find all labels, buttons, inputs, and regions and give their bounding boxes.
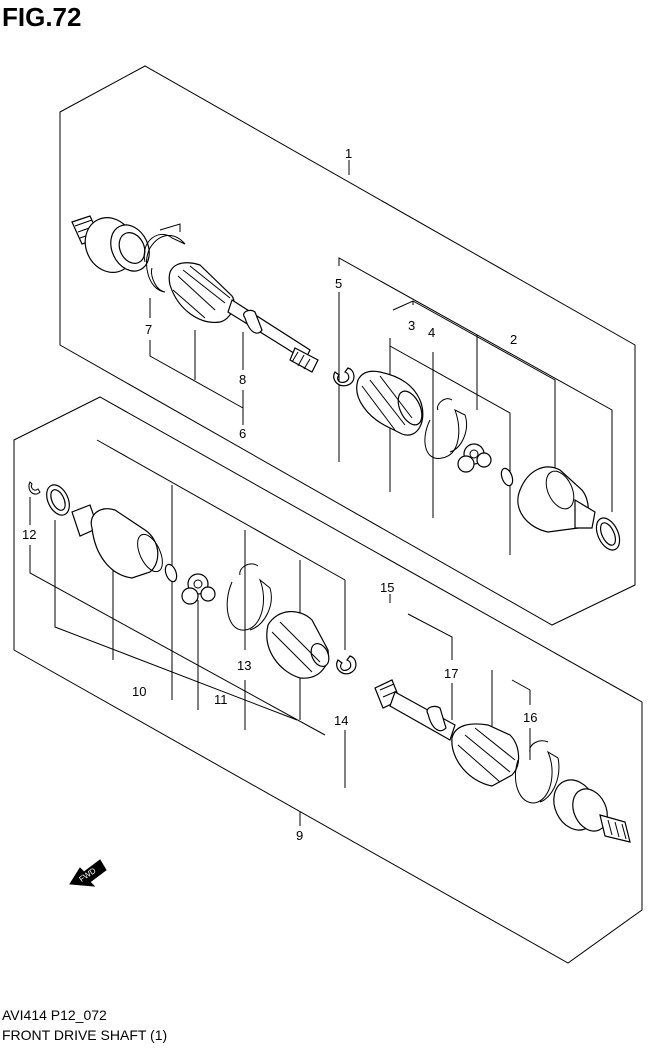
- inner-joint-housing-2: [517, 466, 596, 533]
- callout-4: 4: [428, 325, 435, 340]
- boot-band-4: [424, 398, 467, 459]
- circlip-inner: [500, 467, 514, 487]
- outer-boot: [168, 262, 235, 323]
- lower-shaft-collar: [426, 705, 447, 732]
- tripod-joint: [457, 443, 492, 473]
- outer-boot-17: [451, 723, 520, 787]
- callout-10: 10: [132, 684, 146, 699]
- assembly-frame-upper: [59, 65, 636, 626]
- diagram-name: FRONT DRIVE SHAFT (1): [2, 1027, 168, 1043]
- clip-12: [28, 481, 41, 495]
- boot-band-13: [226, 563, 272, 631]
- lower-inner-joint-drawing: [28, 481, 357, 679]
- inner-joint-housing-10: [71, 504, 163, 579]
- figure-title: FIG.72: [2, 2, 82, 32]
- callout-17: 17: [444, 666, 458, 681]
- callout-13: 13: [237, 658, 251, 673]
- lower-drive-shaft-drawing: [374, 679, 631, 843]
- callout-14: 14: [334, 713, 348, 728]
- boot-band-7: [143, 223, 186, 293]
- callout-11: 11: [214, 692, 228, 707]
- assembly-frame-lower: [13, 396, 643, 964]
- snap-ring-5: [333, 367, 355, 387]
- callout-6: 6: [239, 426, 246, 441]
- inner-boot-3: [356, 370, 424, 436]
- callout-2: 2: [510, 332, 517, 347]
- boot-band-16: [514, 740, 560, 804]
- lower-shaft-bar: [389, 691, 456, 741]
- drive-shaft-bar: [227, 299, 319, 373]
- callout-3: 3: [408, 318, 415, 333]
- oil-seal-ring: [595, 517, 621, 551]
- leader-lines: [29, 160, 613, 826]
- lower-oil-seal: [46, 484, 70, 516]
- lower-circlip: [164, 563, 178, 583]
- callout-7: 7: [145, 322, 152, 337]
- callout-15: 15: [380, 580, 394, 595]
- snap-ring-14: [336, 655, 357, 675]
- callout-9: 9: [296, 828, 303, 843]
- outer-joint-housing-lower: [553, 779, 631, 843]
- callout-12: 12: [22, 527, 36, 542]
- callout-5: 5: [335, 276, 342, 291]
- fwd-arrow-icon: FWD: [69, 859, 107, 887]
- inner-boot-11: [266, 611, 330, 679]
- callout-8: 8: [239, 372, 246, 387]
- callout-1: 1: [345, 146, 352, 161]
- lower-tripod: [181, 573, 216, 605]
- outer-joint-housing: [84, 217, 150, 273]
- callout-numbers: 1 2 3 4 5 6 7 8 9 10 11 12 13 14 15 16 1…: [22, 146, 537, 843]
- diagram-code: AVI414 P12_072: [2, 1007, 107, 1023]
- callout-16: 16: [523, 710, 537, 725]
- upper-drive-shaft-drawing: [71, 215, 621, 551]
